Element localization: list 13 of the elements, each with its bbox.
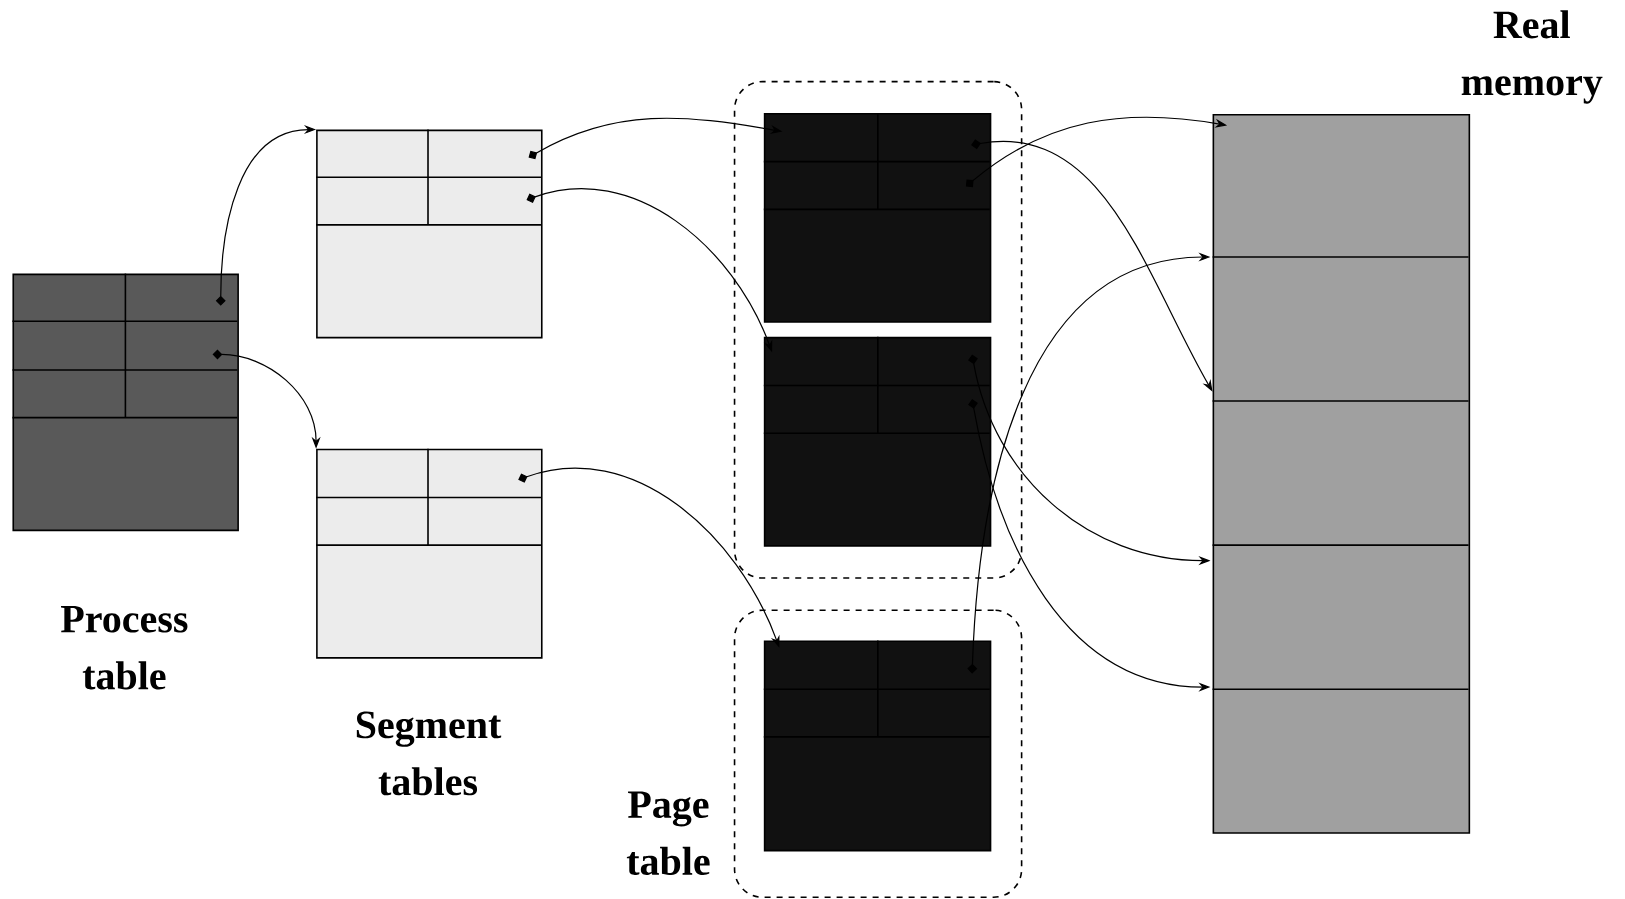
table-box: [315, 128, 543, 339]
table-box: [315, 447, 543, 659]
caption: Segment tables: [356, 711, 502, 796]
dashed-group-outline: [733, 80, 1023, 579]
caption: Page table: [626, 791, 710, 875]
node-label: Real memory: [1461, 10, 1603, 104]
dashed-group-outline: [733, 609, 1023, 899]
table-box: [763, 336, 992, 547]
table-box: [763, 639, 992, 852]
memory-block: [1211, 114, 1471, 834]
table-box: [11, 272, 239, 532]
table-box: [763, 112, 992, 323]
node-label: Process table: [61, 605, 188, 690]
